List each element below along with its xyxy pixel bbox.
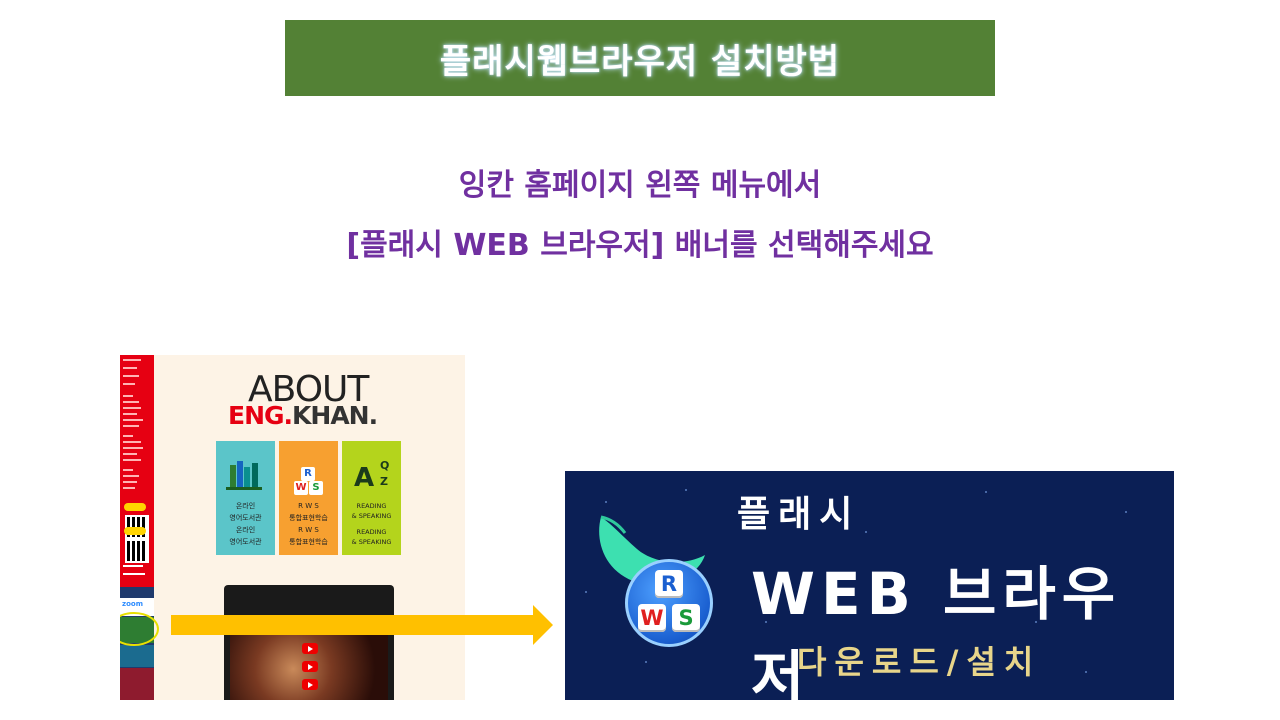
card-rws[interactable]: R W S R W S 통합표현학습 R W S 통합표현학습	[279, 441, 338, 555]
youtube-play-icon	[302, 661, 318, 672]
video-thumbnail[interactable]	[224, 585, 394, 700]
books-icon	[226, 461, 262, 490]
instruction-line-1: 잉칸 홈페이지 왼쪽 메뉴에서	[458, 168, 822, 203]
title-banner: 플래시웹브라우저 설치방법	[285, 20, 995, 96]
eng-khan-logo: ENG.KHAN.	[228, 401, 378, 430]
highlight-circle	[120, 612, 159, 646]
sidebar-banner[interactable]	[120, 645, 154, 667]
card-online-library[interactable]: 온라인 영어도서관 온라인 영어도서관	[216, 441, 275, 555]
banner-line-2: WEB 브라우저	[751, 560, 1122, 700]
tile-s-icon: S	[309, 481, 323, 495]
zoom-link[interactable]: zoom	[122, 600, 143, 608]
right-arrow-icon	[171, 615, 535, 635]
tile-r-icon: R	[655, 570, 683, 598]
kakao-badge-icon	[124, 503, 146, 511]
youtube-play-icon	[302, 643, 318, 654]
qr-code-icon	[125, 539, 149, 563]
tile-s-icon: S	[672, 604, 700, 632]
instruction-line-2: [플래시 WEB 브라우저] 배너를 선택해주세요	[346, 228, 934, 263]
arrow-head-icon	[533, 605, 553, 645]
page-title: 플래시웹브라우저 설치방법	[439, 41, 841, 82]
flash-web-browser-banner[interactable]: R W S 플래시 WEB 브라우저 다운로드/설치	[565, 471, 1174, 700]
homepage-screenshot: zoom ABOUT ENG.KHAN. 온라인 영어도서관 온라인 영어도서관…	[120, 355, 465, 700]
kakao-badge-icon	[124, 527, 146, 535]
tile-w-icon: W	[638, 604, 666, 632]
youtube-play-icon	[302, 679, 318, 690]
rws-logo: R W S	[625, 559, 713, 647]
banner-line-1: 플래시	[737, 494, 861, 535]
about-heading: ABOUT	[248, 369, 369, 410]
tile-r-icon: R	[301, 467, 315, 481]
banner-line-3: 다운로드/설치	[797, 643, 1042, 681]
letter-a-icon: A	[354, 463, 375, 493]
tile-w-icon: W	[294, 481, 308, 495]
card-reading-speaking[interactable]: A Q Z READING & SPEAKING READING & SPEAK…	[342, 441, 401, 555]
sidebar-banner[interactable]	[120, 668, 154, 700]
homepage-sidebar: zoom	[120, 355, 154, 700]
